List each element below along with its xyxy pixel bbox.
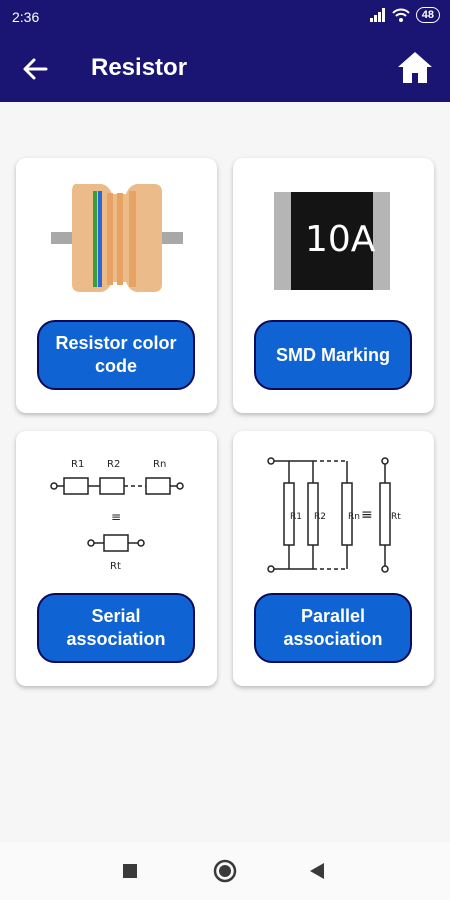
- parallel-label-rn: Rn: [348, 512, 360, 522]
- card-resistor-color-code[interactable]: Resistor color code: [16, 158, 217, 413]
- system-back-button[interactable]: [309, 862, 325, 880]
- svg-text:≡: ≡: [111, 510, 121, 524]
- svg-text:≡: ≡: [361, 507, 373, 523]
- back-triangle-icon: [310, 863, 324, 879]
- status-bar: 2:36 48: [0, 0, 450, 34]
- system-home-button[interactable]: [213, 859, 237, 883]
- series-circuit-image: R1 R2 Rn ≡ Rt: [50, 459, 184, 572]
- back-button[interactable]: [18, 52, 52, 86]
- smd-code-text: 10A: [305, 219, 376, 260]
- battery-icon: 48: [415, 7, 440, 23]
- smd-marking-button[interactable]: SMD Marking: [254, 320, 412, 390]
- home-icon: [398, 52, 432, 83]
- parallel-association-button[interactable]: Parallel association: [254, 593, 412, 663]
- smd-resistor-image: [274, 192, 390, 290]
- signal-icon: [369, 8, 385, 22]
- card-smd-marking[interactable]: 10A SMD Marking: [233, 158, 434, 413]
- card-serial-association[interactable]: R1 R2 Rn ≡ Rt Serial association: [16, 431, 217, 686]
- series-label-rn: Rn: [153, 459, 166, 470]
- home-button[interactable]: [396, 48, 434, 86]
- serial-association-button[interactable]: Serial association: [37, 593, 195, 663]
- app-bar: Resistor: [0, 34, 450, 102]
- color-band-resistor-image: [51, 184, 183, 292]
- series-label-r1: R1: [71, 459, 84, 470]
- series-label-r2: R2: [107, 459, 120, 470]
- page-title: Resistor: [91, 54, 188, 81]
- parallel-circuit-image: R1 R2 Rn ≡ Rt: [267, 457, 401, 573]
- home-circle-icon: [213, 859, 237, 883]
- navigation-bar: [0, 842, 450, 900]
- recents-button[interactable]: [122, 863, 138, 879]
- parallel-label-r2: R2: [314, 512, 326, 522]
- arrow-left-icon: [23, 58, 48, 80]
- status-time: 2:36: [12, 9, 40, 25]
- card-parallel-association[interactable]: R1 R2 Rn ≡ Rt Parallel association: [233, 431, 434, 686]
- series-label-rt: Rt: [110, 561, 121, 572]
- recents-square-icon: [123, 864, 137, 878]
- parallel-label-r1: R1: [290, 512, 302, 522]
- resistor-color-code-button[interactable]: Resistor color code: [37, 320, 195, 390]
- wifi-icon: [392, 8, 410, 22]
- parallel-label-rt: Rt: [391, 512, 401, 522]
- status-icons: 48: [369, 7, 440, 23]
